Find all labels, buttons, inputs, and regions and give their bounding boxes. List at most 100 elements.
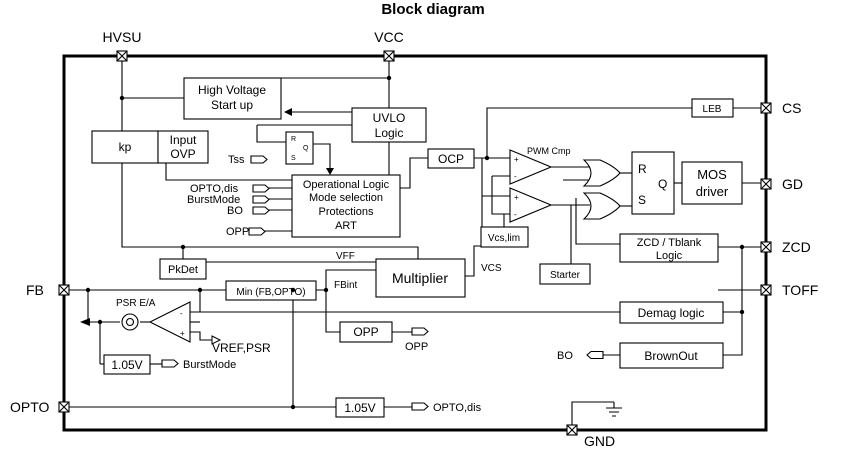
svg-text:PWM Cmp: PWM Cmp xyxy=(527,146,571,156)
fbint-signal-label: FBint xyxy=(334,280,358,291)
svg-text:OPTO,dis: OPTO,dis xyxy=(433,402,482,414)
startup-flip-flop: R Q S xyxy=(285,131,314,165)
svg-text:OPP: OPP xyxy=(226,226,249,238)
svg-text:Vcs,lim: Vcs,lim xyxy=(488,233,520,244)
svg-text:Mode selection: Mode selection xyxy=(309,192,383,204)
pin-cs-label: CS xyxy=(782,100,801,116)
diagram-title: Block diagram xyxy=(381,1,484,18)
svg-text:R: R xyxy=(638,162,647,176)
pin-zcd: ZCD xyxy=(760,239,811,255)
opto-dis-signal: OPTO,dis xyxy=(190,183,292,195)
svg-text:OPP: OPP xyxy=(353,325,378,339)
burst-mode-signal: BurstMode xyxy=(187,194,292,206)
pin-vcc-label: VCC xyxy=(374,29,404,45)
bo-input-signal: BO xyxy=(557,350,604,362)
pin-hvsu-label: HVSU xyxy=(103,29,142,45)
svg-text:Demag logic: Demag logic xyxy=(638,306,705,320)
svg-text:S: S xyxy=(291,155,296,162)
pin-fb: FB xyxy=(26,282,70,298)
min-fb-opto-block: Min (FB,OPTO) xyxy=(225,280,317,301)
svg-text:+: + xyxy=(180,329,185,338)
or-gate-reset xyxy=(582,159,621,187)
leb-block: LEB xyxy=(691,98,734,118)
svg-text:Input: Input xyxy=(170,133,197,147)
input-ovp-block: Input OVP xyxy=(157,130,209,164)
starter-block: Starter xyxy=(539,263,591,285)
svg-text:OPTO,dis: OPTO,dis xyxy=(190,183,239,195)
svg-text:OCP: OCP xyxy=(438,152,464,166)
svg-text:-: - xyxy=(180,309,183,318)
opp-signal: OPP xyxy=(226,226,292,238)
mos-driver-block: MOS driver xyxy=(681,161,743,205)
or-gate-set xyxy=(582,192,621,220)
pin-toff-label: TOFF xyxy=(782,282,818,298)
multiplier-block: Multiplier xyxy=(375,258,466,298)
hv-startup-block: High Voltage Start up xyxy=(183,77,282,120)
junction-dots xyxy=(85,75,745,410)
pin-gnd: GND xyxy=(566,424,615,449)
svg-text:OPP: OPP xyxy=(405,341,428,353)
brownout-block: BrownOut xyxy=(619,342,724,369)
svg-text:Q: Q xyxy=(658,177,667,191)
pin-gnd-label: GND xyxy=(584,433,615,449)
vref-psr-label: VREF,PSR xyxy=(212,341,271,355)
ref-1-05v-opto: 1.05V xyxy=(335,397,385,418)
svg-text:MOS: MOS xyxy=(697,167,727,182)
svg-text:BurstMode: BurstMode xyxy=(187,194,240,206)
pin-zcd-label: ZCD xyxy=(782,239,811,255)
svg-text:1.05V: 1.05V xyxy=(111,358,142,372)
svg-text:OVP: OVP xyxy=(170,147,195,161)
svg-text:BO: BO xyxy=(227,205,243,217)
svg-text:Logic: Logic xyxy=(375,126,404,140)
svg-text:Operational Logic: Operational Logic xyxy=(303,179,390,191)
svg-text:Multiplier: Multiplier xyxy=(392,270,448,286)
uvlo-logic-block: UVLO Logic xyxy=(351,107,427,143)
svg-text:UVLO: UVLO xyxy=(373,111,406,125)
svg-text:Min (FB,OPTO): Min (FB,OPTO) xyxy=(236,287,305,298)
pin-toff: TOFF xyxy=(760,282,818,298)
pwm-comparator: PWM Cmp + - xyxy=(509,146,571,185)
svg-text:BO: BO xyxy=(557,350,573,362)
svg-text:+: + xyxy=(514,193,519,202)
svg-text:Q: Q xyxy=(303,145,309,152)
svg-text:Start up: Start up xyxy=(211,98,253,112)
ocp-block: OCP xyxy=(427,148,475,169)
zcd-tblank-block: ZCD / Tblank Logic xyxy=(619,233,719,263)
svg-text:PkDet: PkDet xyxy=(168,264,198,276)
svg-text:+: + xyxy=(514,155,519,164)
vcs-signal-label: VCS xyxy=(481,263,502,274)
pin-gd-label: GD xyxy=(782,176,803,192)
current-limit-comparator: + - xyxy=(509,187,553,223)
burst-mode-output-signal: BurstMode xyxy=(161,359,236,371)
pkdet-block: PkDet xyxy=(159,258,207,280)
kp-block: kp xyxy=(91,130,159,164)
svg-text:R: R xyxy=(291,136,296,143)
demag-logic-block: Demag logic xyxy=(619,301,724,324)
opto-dis-output-signal: OPTO,dis xyxy=(411,402,482,414)
pin-gd: GD xyxy=(760,176,803,192)
svg-text:BrownOut: BrownOut xyxy=(644,349,698,363)
ref-1-05v-burst: 1.05V xyxy=(103,354,151,375)
rs-flip-flop: R Q S xyxy=(631,151,675,215)
svg-text:Logic: Logic xyxy=(656,250,683,262)
svg-text:driver: driver xyxy=(696,184,729,199)
opp-output-signal: OPP xyxy=(405,327,429,353)
svg-text:LEB: LEB xyxy=(703,104,722,115)
pin-fb-label: FB xyxy=(26,282,44,298)
svg-text:BurstMode: BurstMode xyxy=(183,359,236,371)
svg-text:Tss: Tss xyxy=(228,154,245,166)
operational-logic-block: Operational Logic Mode selection Protect… xyxy=(291,174,401,238)
svg-text:ZCD / Tblank: ZCD / Tblank xyxy=(637,237,702,249)
vcs-lim-block: Vcs,lim xyxy=(480,226,529,248)
vff-signal-label: VFF xyxy=(336,251,355,262)
svg-text:S: S xyxy=(638,193,646,207)
tss-signal: Tss xyxy=(228,154,268,166)
svg-text:ART: ART xyxy=(335,220,357,232)
svg-text:1.05V: 1.05V xyxy=(344,401,375,415)
opp-block: OPP xyxy=(339,321,393,343)
svg-text:PSR E/A: PSR E/A xyxy=(116,298,156,309)
svg-text:-: - xyxy=(514,172,517,181)
pin-opto: OPTO xyxy=(10,399,70,415)
svg-text:Starter: Starter xyxy=(550,270,581,281)
psr-error-amplifier: PSR E/A - + xyxy=(116,298,222,345)
